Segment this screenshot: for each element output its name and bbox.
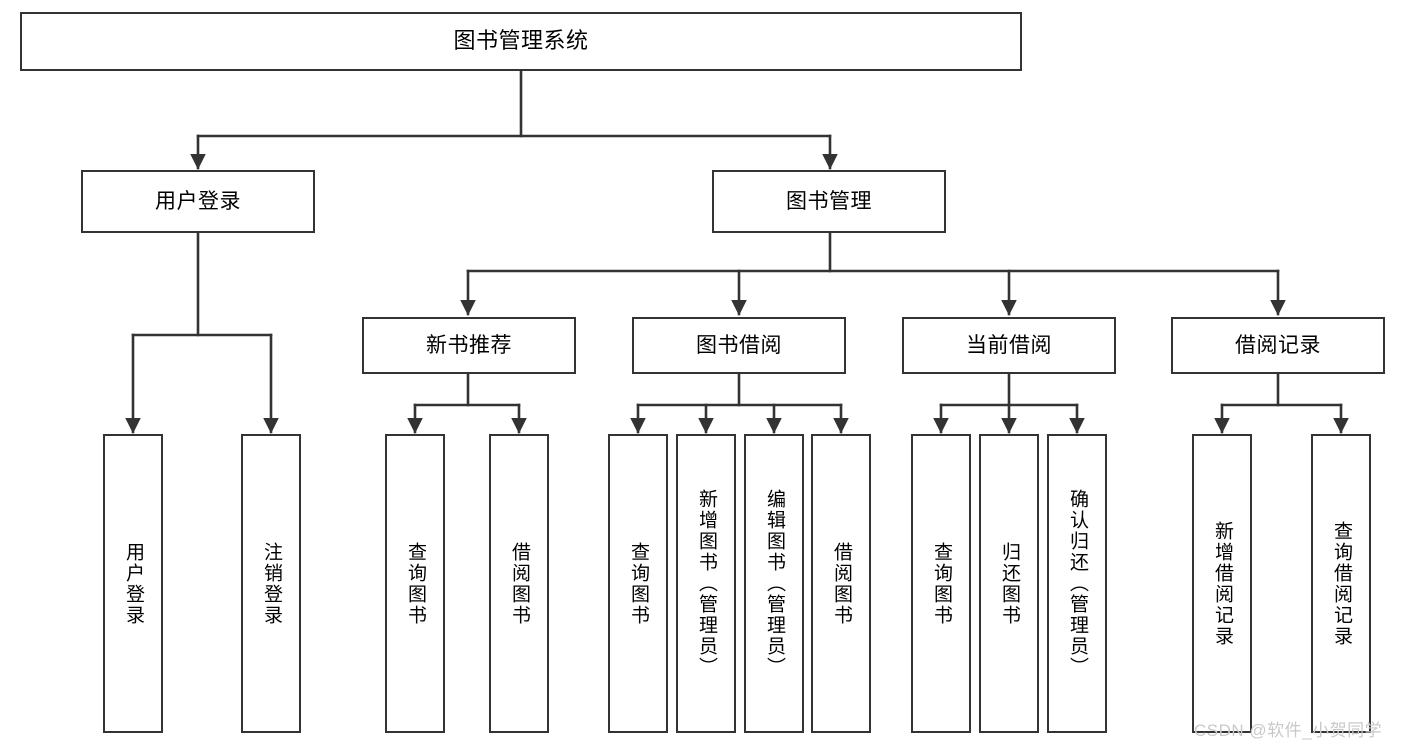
node-book-borrow-label: 图书借阅	[696, 333, 782, 357]
node-book-management-label: 图书管理	[786, 189, 872, 213]
node-leaf-query-borrow-record[interactable]: 查询借阅记录	[1311, 434, 1371, 733]
node-leaf-return-book-label: 归还图书	[998, 541, 1020, 626]
node-book-management[interactable]: 图书管理	[712, 170, 946, 233]
node-current-borrow-label: 当前借阅	[966, 333, 1052, 357]
node-current-borrow[interactable]: 当前借阅	[902, 317, 1116, 374]
node-leaf-add-book-admin[interactable]: 新增图书（管理员）	[676, 434, 736, 733]
node-leaf-user-login[interactable]: 用户登录	[103, 434, 163, 733]
node-leaf-confirm-return-admin-label: 确认归还（管理员）	[1066, 489, 1088, 678]
node-leaf-newbook-borrow-book[interactable]: 借阅图书	[489, 434, 549, 733]
node-leaf-logout-label: 注销登录	[260, 541, 282, 626]
node-leaf-logout[interactable]: 注销登录	[241, 434, 301, 733]
node-leaf-newbook-borrow-book-label: 借阅图书	[508, 541, 530, 626]
node-book-borrow[interactable]: 图书借阅	[632, 317, 846, 374]
node-leaf-add-book-admin-label: 新增图书（管理员）	[695, 489, 717, 678]
node-root[interactable]: 图书管理系统	[20, 12, 1022, 71]
node-root-label: 图书管理系统	[453, 28, 589, 54]
node-leaf-borrow-lend-book-label: 借阅图书	[830, 541, 852, 626]
node-user-login-label: 用户登录	[155, 189, 241, 213]
node-leaf-edit-book-admin[interactable]: 编辑图书（管理员）	[744, 434, 804, 733]
node-borrow-record-label: 借阅记录	[1235, 333, 1321, 357]
node-leaf-query-borrow-record-label: 查询借阅记录	[1330, 520, 1352, 647]
node-leaf-current-query-book-label: 查询图书	[930, 541, 952, 626]
node-leaf-borrow-query-book[interactable]: 查询图书	[608, 434, 668, 733]
csdn-watermark: CSDN @软件_小贺同学	[1194, 721, 1383, 740]
node-leaf-newbook-query-book[interactable]: 查询图书	[385, 434, 445, 733]
node-new-book-recommend[interactable]: 新书推荐	[362, 317, 576, 374]
node-new-book-recommend-label: 新书推荐	[426, 333, 512, 357]
node-leaf-edit-book-admin-label: 编辑图书（管理员）	[763, 489, 785, 678]
node-leaf-newbook-query-book-label: 查询图书	[404, 541, 426, 626]
node-leaf-user-login-label: 用户登录	[122, 541, 144, 626]
node-borrow-record[interactable]: 借阅记录	[1171, 317, 1385, 374]
node-leaf-confirm-return-admin[interactable]: 确认归还（管理员）	[1047, 434, 1107, 733]
node-leaf-current-query-book[interactable]: 查询图书	[911, 434, 971, 733]
node-leaf-add-borrow-record-label: 新增借阅记录	[1211, 520, 1233, 647]
node-leaf-borrow-query-book-label: 查询图书	[627, 541, 649, 626]
node-user-login[interactable]: 用户登录	[81, 170, 315, 233]
node-leaf-return-book[interactable]: 归还图书	[979, 434, 1039, 733]
node-leaf-borrow-lend-book[interactable]: 借阅图书	[811, 434, 871, 733]
node-leaf-add-borrow-record[interactable]: 新增借阅记录	[1192, 434, 1252, 733]
